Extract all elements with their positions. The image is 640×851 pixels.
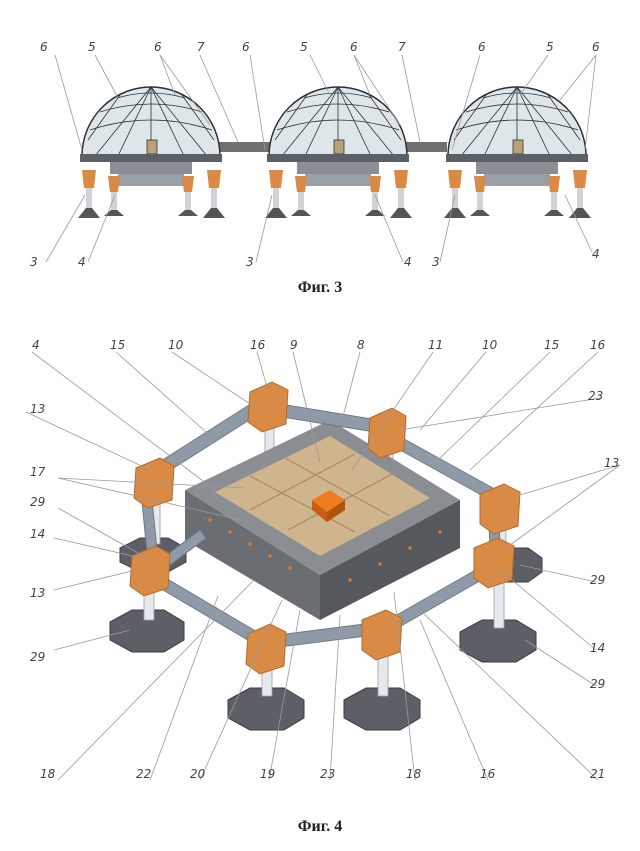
fig3-label: 7: [197, 40, 205, 54]
fig3-label: 6: [154, 40, 162, 54]
fig3-label: 5: [88, 40, 96, 54]
frame-beams: [139, 397, 507, 649]
fig4-label: 9: [290, 338, 298, 352]
fig3-leader-lines: [45, 54, 597, 263]
corridor-2: [405, 142, 447, 152]
fig3-label: 5: [546, 40, 554, 54]
fig4-label: 20: [190, 767, 206, 781]
fig4-label: 19: [260, 767, 275, 781]
fig3-label: 6: [592, 40, 600, 54]
fig3-label: 4: [592, 247, 600, 261]
fig4-label: 15: [544, 338, 559, 352]
fig4-label: 4: [32, 338, 40, 352]
fig3-label: 4: [404, 255, 412, 269]
fig4-label: 16: [250, 338, 266, 352]
fig3-label: 6: [478, 40, 486, 54]
fig4-label: 13: [604, 456, 619, 470]
figure-3-caption: Фиг. 3: [297, 279, 343, 296]
fig4-label: 10: [168, 338, 184, 352]
fig3-bottom-labels: 3 4 3 4 3 4: [30, 247, 600, 269]
fig3-label: 6: [350, 40, 358, 54]
fig3-label: 5: [300, 40, 308, 54]
fig4-label: 17: [30, 465, 46, 479]
fig4-right-labels: 23 13 29 14 29: [588, 389, 619, 691]
fig4-label: 29: [30, 495, 45, 509]
fig3-label: 7: [398, 40, 406, 54]
fig4-label: 14: [590, 641, 605, 655]
fig4-top-labels: 4 15 10 16 9 8 11 10 15 16: [32, 338, 606, 352]
fig4-label: 16: [590, 338, 606, 352]
fig4-label: 29: [590, 677, 605, 691]
fig3-label: 4: [78, 255, 86, 269]
fig3-label: 3: [432, 255, 440, 269]
fig4-label: 13: [30, 586, 45, 600]
fig4-label: 22: [136, 767, 151, 781]
fig4-label: 16: [480, 767, 496, 781]
fig4-label: 29: [590, 573, 605, 587]
fig4-left-labels: 13 17 29 14 13 29: [30, 402, 46, 664]
fig4-label: 8: [357, 338, 365, 352]
fig4-label: 10: [482, 338, 498, 352]
central-tank: [185, 420, 460, 620]
fig4-bottom-labels: 18 22 20 19 23 18 16 21: [40, 767, 605, 781]
dome-module-2: [265, 86, 412, 218]
fig4-label: 15: [110, 338, 125, 352]
figure-4-caption: Фиг. 4: [297, 818, 343, 835]
fig3-label: 6: [40, 40, 48, 54]
fig4-leader-lines: [25, 351, 621, 781]
corridor-1: [218, 142, 270, 152]
fig3-label: 6: [242, 40, 250, 54]
fig3-label: 3: [246, 255, 254, 269]
fig4-label: 18: [406, 767, 422, 781]
fig4-label: 13: [30, 402, 45, 416]
figure-4-drawing: 4 15 10 16 9 8 11 10 15 16 13 17 29 14 1…: [25, 338, 621, 781]
figure-3-drawing: 6 5 6 7 6 5 6 7 6 5 6 3 4 3 4 3 4: [30, 40, 600, 269]
fig3-label: 3: [30, 255, 38, 269]
fig4-label: 29: [30, 650, 45, 664]
fig4-label: 23: [320, 767, 335, 781]
fig4-label: 14: [30, 527, 45, 541]
fig4-label: 11: [428, 338, 443, 352]
fig3-top-labels: 6 5 6 7 6 5 6 7 6 5 6: [40, 40, 600, 54]
dome-module-3: [444, 86, 591, 218]
fig4-label: 23: [588, 389, 603, 403]
corner-brackets: [129, 381, 521, 675]
dome-module-1: [78, 86, 225, 218]
fig4-label: 21: [590, 767, 605, 781]
fig4-label: 18: [40, 767, 56, 781]
